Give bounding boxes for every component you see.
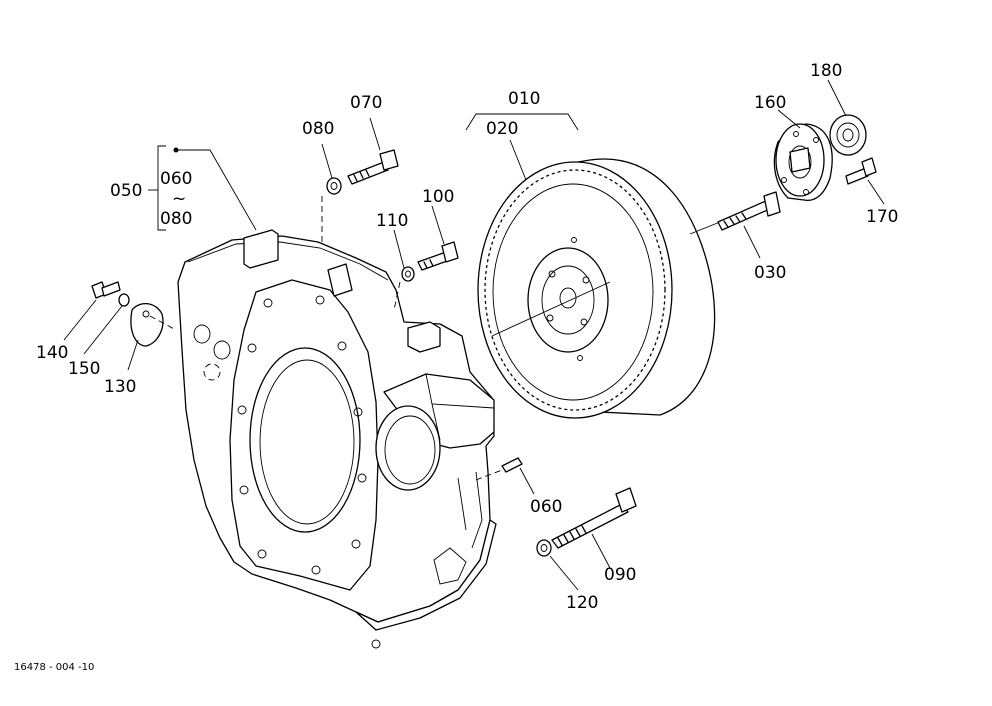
washer-150 [118, 293, 130, 307]
bolt-140 [91, 281, 121, 299]
label-090: 090 [604, 565, 636, 585]
flywheel-housing [177, 229, 497, 649]
label-160: 160 [754, 93, 786, 113]
bearing-180 [829, 114, 867, 156]
label-130: 130 [104, 377, 136, 397]
bolt-100 [417, 241, 459, 271]
label-100: 100 [422, 187, 454, 207]
pin-060 [501, 457, 523, 473]
label-120: 120 [566, 593, 598, 613]
washer-110 [401, 266, 415, 282]
label-050-range-end: 080 [160, 209, 192, 229]
label-030: 030 [754, 263, 786, 283]
flywheel [477, 158, 716, 419]
cover-130 [130, 303, 164, 347]
label-110: 110 [376, 211, 408, 231]
label-050-range-tilde: ~ [172, 189, 186, 209]
bolt-170 [845, 157, 877, 185]
leader-lines [63, 79, 885, 591]
label-140: 140 [36, 343, 68, 363]
label-020: 020 [486, 119, 518, 139]
bolt-070 [347, 149, 399, 185]
label-010: 010 [508, 89, 540, 109]
label-180: 180 [810, 61, 842, 81]
label-050-range-start: 060 [160, 169, 192, 189]
label-150: 150 [68, 359, 100, 379]
part-labels: 010 020 030 050 060 ~ 080 060 070 080 09… [36, 61, 898, 613]
drawing-number: 16478 - 004 -10 [14, 662, 94, 673]
washer-120 [536, 539, 552, 557]
label-060: 060 [530, 497, 562, 517]
label-170: 170 [866, 207, 898, 227]
bolt-090 [551, 487, 637, 549]
label-050: 050 [110, 181, 142, 201]
bolt-030 [689, 191, 781, 235]
washer-080 [326, 177, 342, 195]
bearing-holder-160 [773, 123, 833, 202]
label-070: 070 [350, 93, 382, 113]
label-080: 080 [302, 119, 334, 139]
